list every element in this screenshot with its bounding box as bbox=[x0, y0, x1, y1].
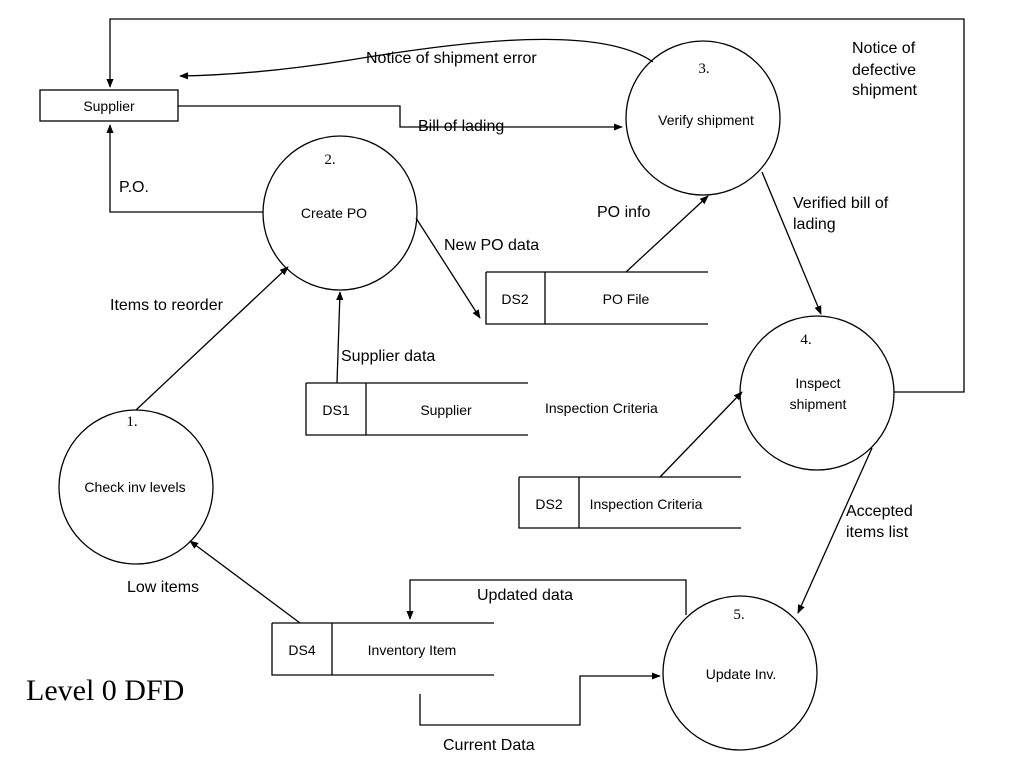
datastore-po-file-name: PO File bbox=[603, 291, 650, 307]
process-4: 4. Inspect shipment bbox=[739, 315, 895, 471]
datastore-supplier-name: Supplier bbox=[420, 402, 472, 418]
supplier-entity: Supplier bbox=[39, 89, 179, 122]
process-3: 3. Verify shipment bbox=[625, 40, 781, 196]
flow-verified-bill bbox=[761, 171, 822, 315]
label-supplier-data: Supplier data bbox=[341, 348, 435, 365]
label-notice-defective-2: defective bbox=[852, 62, 916, 79]
flow-notice-defective bbox=[106, 18, 965, 393]
flow-po-info bbox=[625, 195, 709, 273]
process-5: 5. Update Inv. bbox=[662, 595, 818, 751]
process-5-name: Update Inv. bbox=[706, 666, 777, 682]
process-5-number: 5. bbox=[733, 607, 744, 623]
flow-updated-data bbox=[406, 579, 687, 620]
process-1-number: 1. bbox=[126, 414, 137, 430]
label-po: P.O. bbox=[119, 179, 149, 196]
process-3-name: Verify shipment bbox=[658, 112, 754, 128]
datastore-po-file: DS2 PO File bbox=[485, 271, 708, 325]
label-verified-bill-1: Verified bill of bbox=[793, 195, 889, 212]
label-updated-data: Updated data bbox=[477, 587, 573, 604]
diagram-title: Level 0 DFD bbox=[26, 674, 184, 707]
label-notice-defective-3: shipment bbox=[852, 82, 917, 99]
flow-po bbox=[106, 124, 263, 213]
label-accepted-items-1: Accepted bbox=[846, 503, 913, 520]
flow-inspection-criteria bbox=[659, 391, 743, 478]
datastore-supplier-extra: Inspection Criteria bbox=[545, 400, 658, 416]
process-1: 1. Check inv levels bbox=[58, 409, 214, 565]
process-2-name: Create PO bbox=[301, 205, 367, 221]
process-4-number: 4. bbox=[800, 332, 811, 348]
label-notice-shipment-error: Notice of shipment error bbox=[366, 50, 537, 67]
flow-low-items bbox=[189, 540, 301, 624]
datastore-inspection-name: Inspection Criteria bbox=[590, 496, 703, 512]
flow-new-po-data bbox=[415, 217, 481, 319]
process-4-name-line1: Inspect bbox=[795, 375, 840, 391]
process-1-name: Check inv levels bbox=[84, 479, 185, 495]
label-low-items: Low items bbox=[127, 579, 199, 596]
flow-notice-shipment-error bbox=[179, 38, 654, 80]
process-3-number: 3. bbox=[698, 61, 709, 77]
process-2: 2. Create PO bbox=[262, 135, 418, 291]
label-verified-bill-2: lading bbox=[793, 216, 836, 233]
label-notice-defective-1: Notice of bbox=[852, 40, 916, 57]
process-2-number: 2. bbox=[324, 152, 335, 168]
supplier-entity-label: Supplier bbox=[83, 98, 135, 114]
label-accepted-items-2: items list bbox=[846, 524, 909, 541]
label-bill-of-lading: Bill of lading bbox=[418, 118, 504, 135]
label-new-po-data: New PO data bbox=[444, 237, 539, 254]
datastore-inventory-item: DS4 Inventory Item bbox=[271, 622, 494, 676]
flow-current-data bbox=[419, 672, 661, 726]
process-4-name-line2: shipment bbox=[790, 396, 847, 412]
label-items-to-reorder: Items to reorder bbox=[110, 297, 224, 314]
flow-bill-of-lading bbox=[178, 105, 623, 131]
datastore-po-file-id: DS2 bbox=[501, 291, 528, 307]
datastore-supplier-id: DS1 bbox=[322, 402, 349, 418]
datastore-supplier: DS1 Supplier Inspection Criteria bbox=[305, 382, 658, 436]
flow-supplier-data bbox=[336, 291, 344, 384]
label-po-info: PO info bbox=[597, 204, 650, 221]
flow-items-to-reorder bbox=[135, 266, 289, 411]
flow-accepted-items bbox=[797, 447, 873, 614]
label-current-data: Current Data bbox=[443, 737, 535, 754]
datastore-inventory-id: DS4 bbox=[288, 642, 315, 658]
datastore-inventory-name: Inventory Item bbox=[368, 642, 457, 658]
datastore-inspection-id: DS2 bbox=[535, 496, 562, 512]
datastore-inspection-criteria: DS2 Inspection Criteria bbox=[518, 476, 741, 529]
